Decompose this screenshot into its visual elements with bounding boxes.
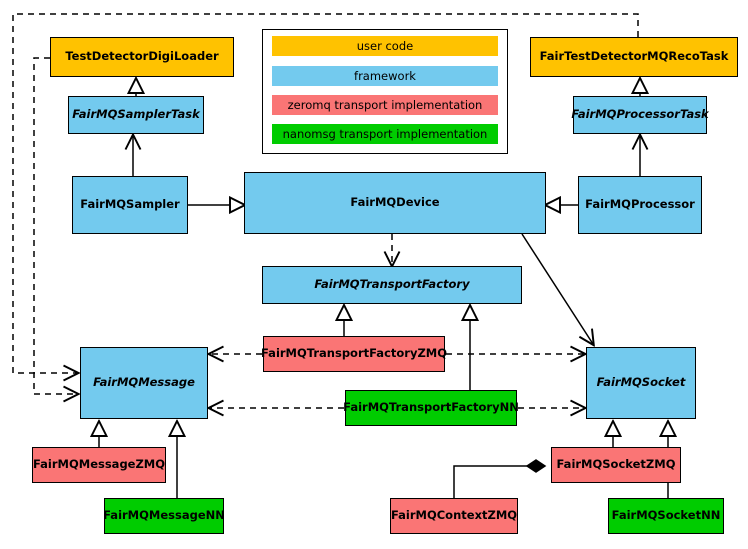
class-node-FairMQSamplerTask[interactable]: FairMQSamplerTask: [68, 96, 204, 134]
class-label: FairMQMessageZMQ: [32, 457, 166, 472]
class-label: FairMQTransportFactoryNN: [343, 400, 519, 415]
class-label: TestDetectorDigiLoader: [65, 49, 219, 64]
class-label: FairMQDevice: [350, 195, 440, 210]
edge-recotask-message: [12, 13, 639, 373]
legend-item-zeromq: zeromq transport implementation: [272, 95, 498, 115]
legend-item-nanomsg: nanomsg transport implementation: [272, 124, 498, 144]
class-node-FairMQDevice[interactable]: FairMQDevice: [244, 172, 546, 234]
legend-item-framework: framework: [272, 66, 498, 86]
class-node-FairTestDetectorMQRecoTask[interactable]: FairTestDetectorMQRecoTask: [530, 37, 738, 77]
legend-label-user-code: user code: [356, 39, 414, 53]
legend-label-zeromq: zeromq transport implementation: [287, 98, 483, 112]
class-node-FairMQProcessor[interactable]: FairMQProcessor: [578, 176, 702, 234]
class-label: FairMQTransportFactoryZMQ: [261, 346, 448, 361]
class-node-FairMQSocketZMQ[interactable]: FairMQSocketZMQ: [551, 447, 681, 483]
class-label: FairMQSocket: [596, 375, 686, 390]
class-node-FairMQSocket[interactable]: FairMQSocket: [586, 347, 696, 419]
edge-device-socket: [521, 233, 593, 344]
class-label: FairMQProcessorTask: [571, 107, 709, 122]
class-label: FairMQSocketZMQ: [556, 457, 676, 472]
class-node-FairMQMessage[interactable]: FairMQMessage: [80, 347, 208, 419]
class-node-FairMQMessageNN[interactable]: FairMQMessageNN: [103, 498, 225, 534]
class-label: FairMQSamplerTask: [72, 107, 200, 122]
class-label: FairMQMessageNN: [103, 508, 225, 523]
class-label: FairMQSampler: [80, 197, 180, 212]
class-node-FairMQTransportFactory[interactable]: FairMQTransportFactory: [262, 266, 522, 304]
legend-item-user-code: user code: [272, 36, 498, 56]
class-label: FairMQProcessor: [585, 197, 695, 212]
class-node-TestDetectorDigiLoader[interactable]: TestDetectorDigiLoader: [50, 37, 234, 77]
class-node-FairMQSocketNN[interactable]: FairMQSocketNN: [608, 498, 724, 534]
class-label: FairMQSocketNN: [611, 508, 721, 523]
edge-contextzmq-socketzmq: [453, 459, 547, 498]
class-label: FairMQContextZMQ: [390, 508, 518, 523]
class-label: FairMQTransportFactory: [314, 277, 470, 292]
class-node-FairMQTransportFactoryZMQ[interactable]: FairMQTransportFactoryZMQ: [261, 336, 448, 372]
class-node-FairMQSampler[interactable]: FairMQSampler: [72, 176, 188, 234]
class-node-FairMQMessageZMQ[interactable]: FairMQMessageZMQ: [32, 447, 166, 483]
class-node-FairMQTransportFactoryNN[interactable]: FairMQTransportFactoryNN: [343, 390, 519, 426]
class-label: FairMQMessage: [93, 375, 195, 390]
legend-label-framework: framework: [354, 69, 416, 83]
legend-label-nanomsg: nanomsg transport implementation: [282, 127, 488, 141]
class-label: FairTestDetectorMQRecoTask: [539, 49, 729, 64]
class-node-FairMQProcessorTask[interactable]: FairMQProcessorTask: [571, 96, 709, 134]
class-node-FairMQContextZMQ[interactable]: FairMQContextZMQ: [390, 498, 518, 534]
